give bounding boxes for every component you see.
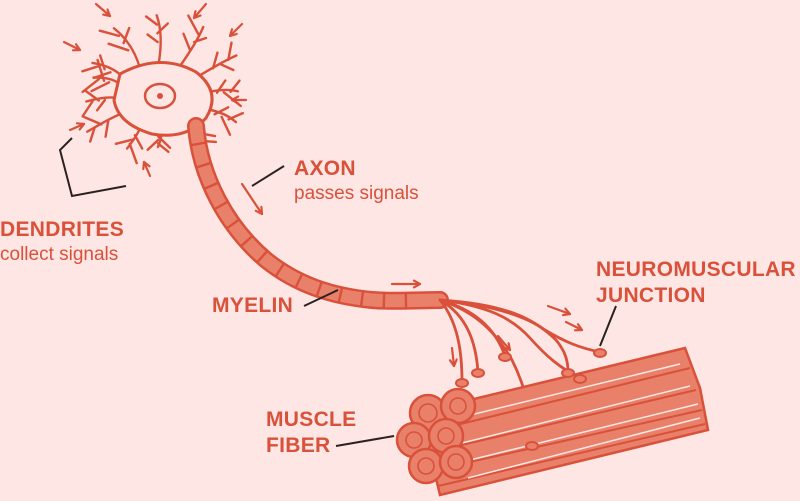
dendrite-twig <box>82 66 98 71</box>
muscle-label: MUSCLE FIBER <box>266 407 356 460</box>
muscle-line-2: FIBER <box>266 433 356 459</box>
dendrite-twig <box>109 44 129 51</box>
junction-line-2: JUNCTION <box>596 283 796 309</box>
muscle-fiber-bundle <box>397 348 708 495</box>
axon-label: AXON passes signals <box>294 156 419 206</box>
dendrite-twig <box>130 144 137 163</box>
dendrite-twig <box>106 121 109 137</box>
dendrites-label: DENDRITES collect signals <box>0 217 124 267</box>
dendrite-twig <box>146 17 157 25</box>
muscle-line-1: MUSCLE <box>266 407 356 433</box>
axon-title: AXON <box>294 156 419 182</box>
dendrite-twig <box>229 113 243 119</box>
dendrite-twig <box>221 64 234 70</box>
junction-label: NEUROMUSCULAR JUNCTION <box>596 257 796 310</box>
dendrite-twig <box>148 35 158 43</box>
dendrite-branch <box>157 15 161 64</box>
axon-leader <box>252 166 284 186</box>
dendrite-twig <box>135 135 142 148</box>
dendrites-bracket <box>60 138 126 196</box>
dendrite-twig <box>184 34 190 50</box>
dendrites-subtitle: collect signals <box>0 243 124 267</box>
junction-line-1: NEUROMUSCULAR <box>596 257 796 283</box>
dendrites-title: DENDRITES <box>0 217 124 243</box>
myelin-title: MYELIN <box>212 293 293 319</box>
myelin-label: MYELIN <box>212 293 293 319</box>
signal-arrow-shaft <box>242 184 262 214</box>
junction-leader <box>600 306 616 346</box>
dendrite-twig <box>84 117 101 124</box>
axon-subtitle: passes signals <box>294 182 419 206</box>
axon <box>191 126 441 309</box>
dendrite-twig <box>148 140 159 150</box>
myelin-node <box>384 293 385 309</box>
dendrite-twig <box>83 101 93 116</box>
